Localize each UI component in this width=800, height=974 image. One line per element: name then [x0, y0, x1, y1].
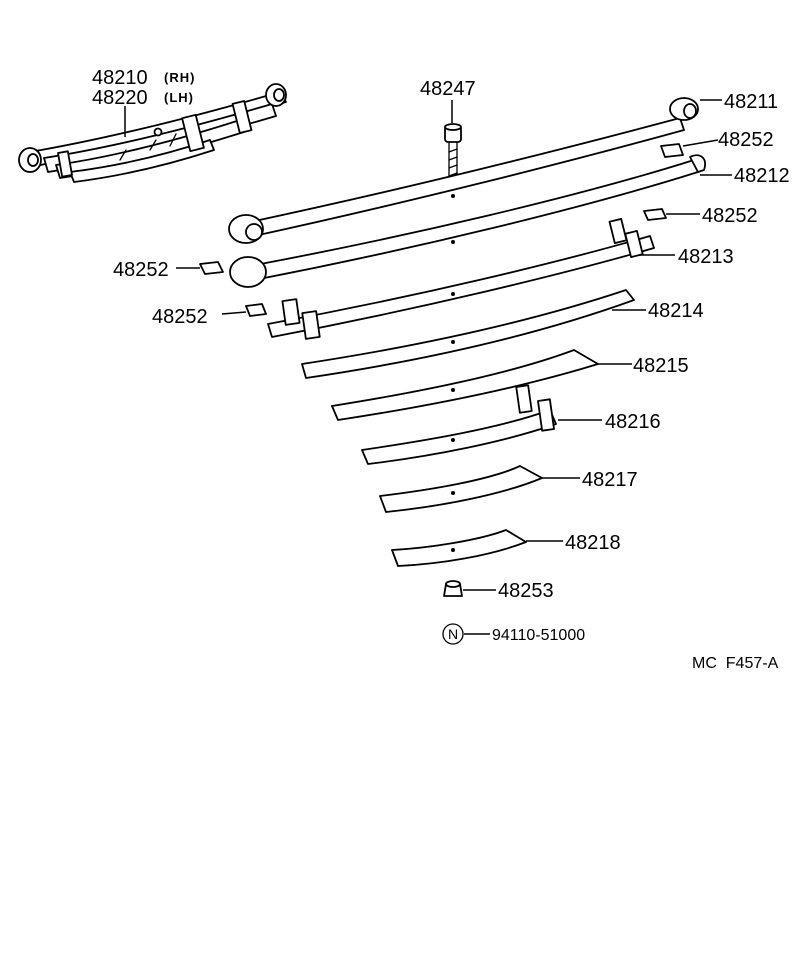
leaf-8-part-number: 48218: [565, 532, 621, 554]
leaf-7-part-number: 48217: [582, 469, 638, 491]
leaf-3-part-number: 48213: [678, 246, 734, 268]
leaf-5-part-number: 48215: [633, 355, 689, 377]
note-symbol-circle: [442, 623, 464, 645]
assembly-part-number-rh: 48210: [92, 67, 148, 89]
assembly-side-rh: (RH): [164, 70, 195, 85]
assembly-part-number-lh: 48220: [92, 87, 148, 109]
insert-b-drawing: [643, 208, 667, 221]
leaf-2-part-number: 48212: [734, 165, 790, 187]
center-bolt-drawing: [444, 123, 462, 181]
leaf-2-drawing: [229, 154, 706, 288]
leaf-1-part-number: 48211: [724, 91, 778, 113]
figure-code: MC F457-A: [692, 655, 779, 672]
insert-c-drawing: [199, 261, 224, 275]
insert-d-part-number: 48252: [152, 306, 208, 328]
insert-d-drawing: [245, 303, 267, 317]
note-part-number: 94110-51000: [492, 627, 585, 644]
leaf-1-drawing: [228, 97, 699, 244]
leaf-4-drawing: [301, 289, 635, 379]
insert-a-part-number: 48252: [718, 129, 774, 151]
assembly-side-lh: (LH): [164, 90, 194, 105]
insert-b-part-number: 48252: [702, 205, 758, 227]
leaf-5-drawing: [331, 349, 599, 421]
leaf-3-drawing: [267, 217, 655, 340]
leaf-7-drawing: [379, 465, 543, 513]
insert-d-leader: [221, 311, 247, 315]
leaf-4-part-number: 48214: [648, 300, 704, 322]
insert-a-leader: [682, 139, 719, 147]
insert-a-drawing: [660, 143, 684, 158]
insert-c-part-number: 48252: [113, 259, 169, 281]
spring-assembly-drawing: [18, 83, 287, 183]
nut-drawing: [443, 580, 463, 597]
nut-part-number: 48253: [498, 580, 554, 602]
note-symbol: N: [448, 626, 458, 642]
leaf-8-drawing: [391, 529, 527, 567]
leaf-6-part-number: 48216: [605, 411, 661, 433]
leaf-6-drawing: [361, 384, 557, 465]
bolt-part-number: 48247: [420, 78, 476, 100]
